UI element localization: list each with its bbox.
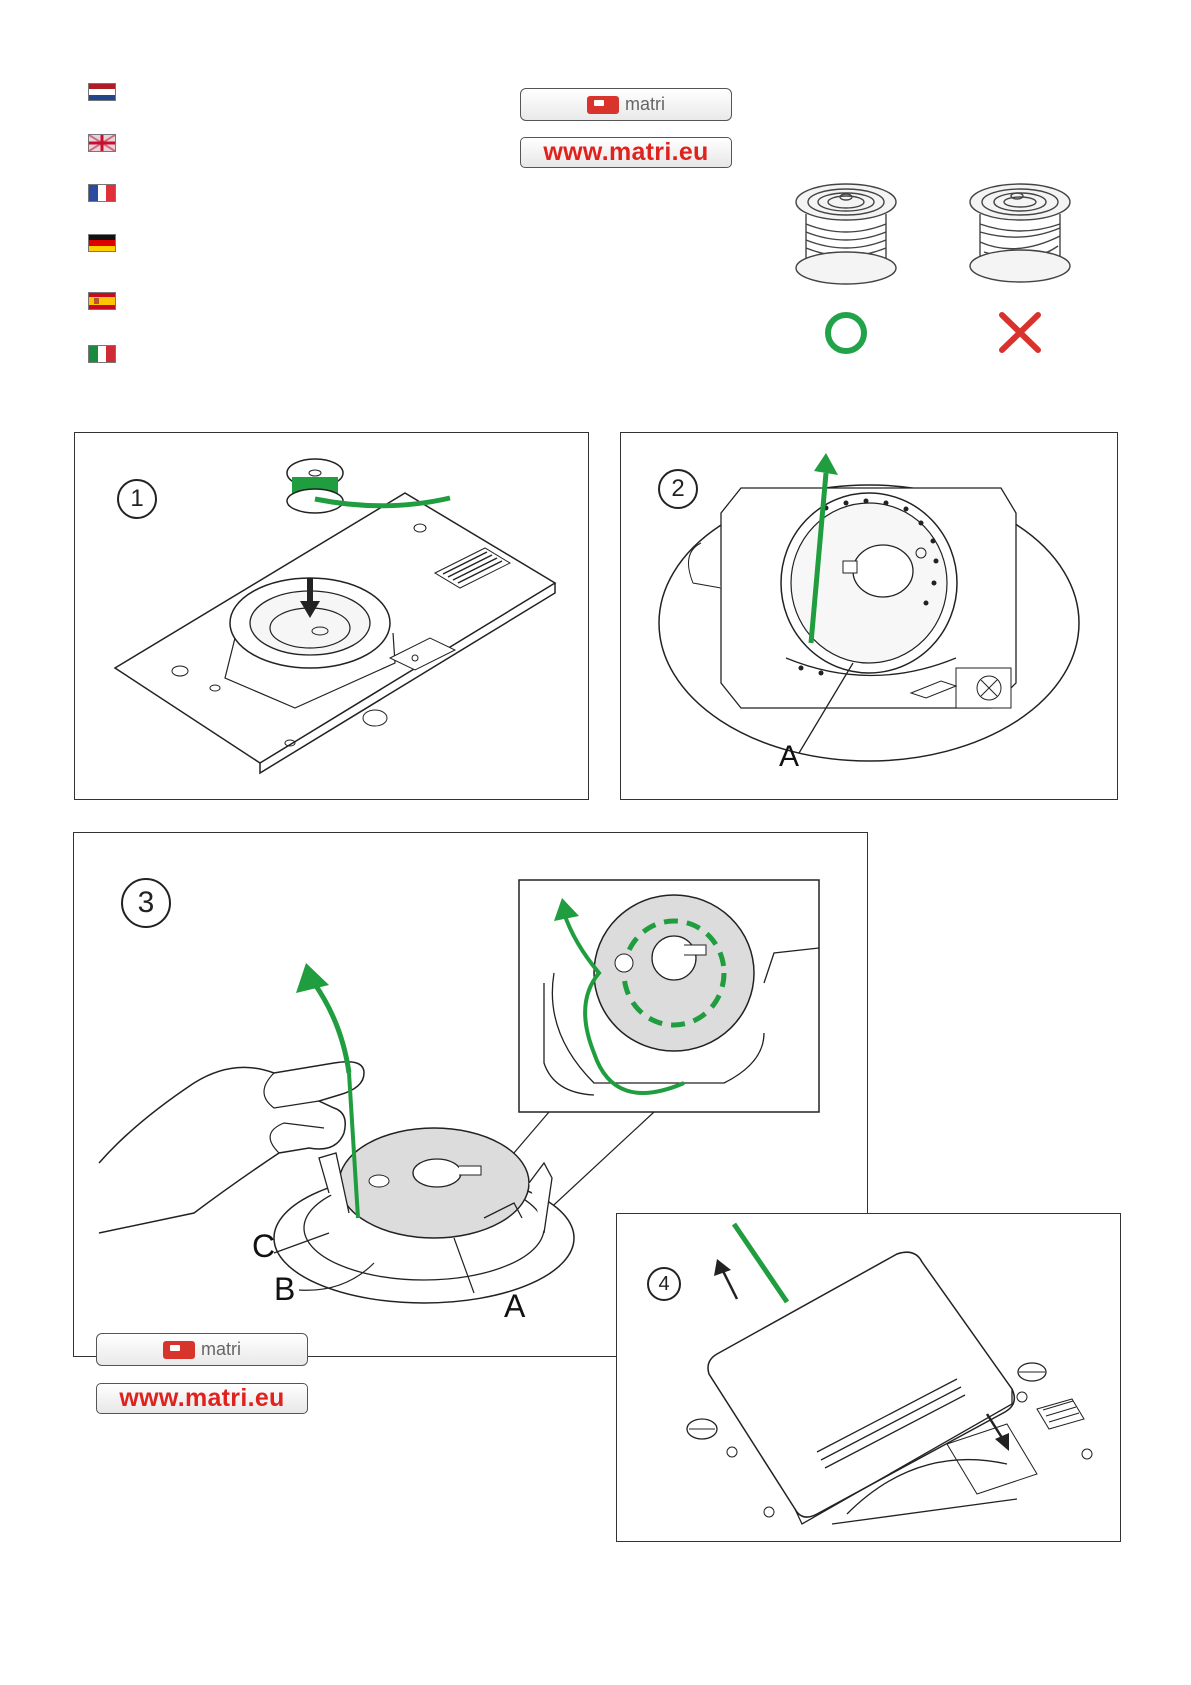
step-3-label-a: A: [504, 1288, 525, 1325]
uk-flag-icon[interactable]: [88, 134, 116, 152]
correct-bobbin-icon: [796, 184, 896, 284]
step-4-number: 4: [647, 1267, 681, 1301]
france-flag-icon[interactable]: [88, 184, 116, 202]
sewing-machine-logo-icon: [163, 1341, 195, 1359]
step-1-panel: 1: [74, 432, 589, 800]
website-url: www.matri.eu: [543, 138, 708, 167]
step-2-label-a: A: [779, 740, 799, 774]
logo-text: matri: [201, 1339, 241, 1360]
correct-mark-icon: [828, 315, 864, 351]
logo-text: matri: [625, 94, 665, 115]
spain-flag-icon[interactable]: [88, 292, 116, 310]
step-3-number: 3: [121, 878, 171, 928]
germany-flag-icon[interactable]: [88, 234, 116, 252]
sewing-machine-logo-icon: [587, 96, 619, 114]
step-4-panel: 4: [616, 1213, 1121, 1542]
netherlands-flag-icon[interactable]: [88, 83, 116, 101]
step-1-number: 1: [117, 479, 157, 519]
website-link[interactable]: www.matri.eu: [520, 137, 732, 168]
step-2-number: 2: [658, 469, 698, 509]
bobbin-check-illustration: [790, 180, 1080, 360]
step-3-label-c: C: [252, 1228, 275, 1265]
uneven-bobbin-icon: [970, 184, 1070, 282]
step-3-label-b: B: [274, 1271, 295, 1308]
matri-logo-bottom[interactable]: matri: [96, 1333, 308, 1366]
matri-logo[interactable]: matri: [520, 88, 732, 121]
step-2-panel: 2 A: [620, 432, 1118, 800]
wrong-mark-icon: [1002, 315, 1038, 350]
website-link-bottom[interactable]: www.matri.eu: [96, 1383, 308, 1414]
italy-flag-icon[interactable]: [88, 345, 116, 363]
website-url: www.matri.eu: [119, 1384, 284, 1413]
